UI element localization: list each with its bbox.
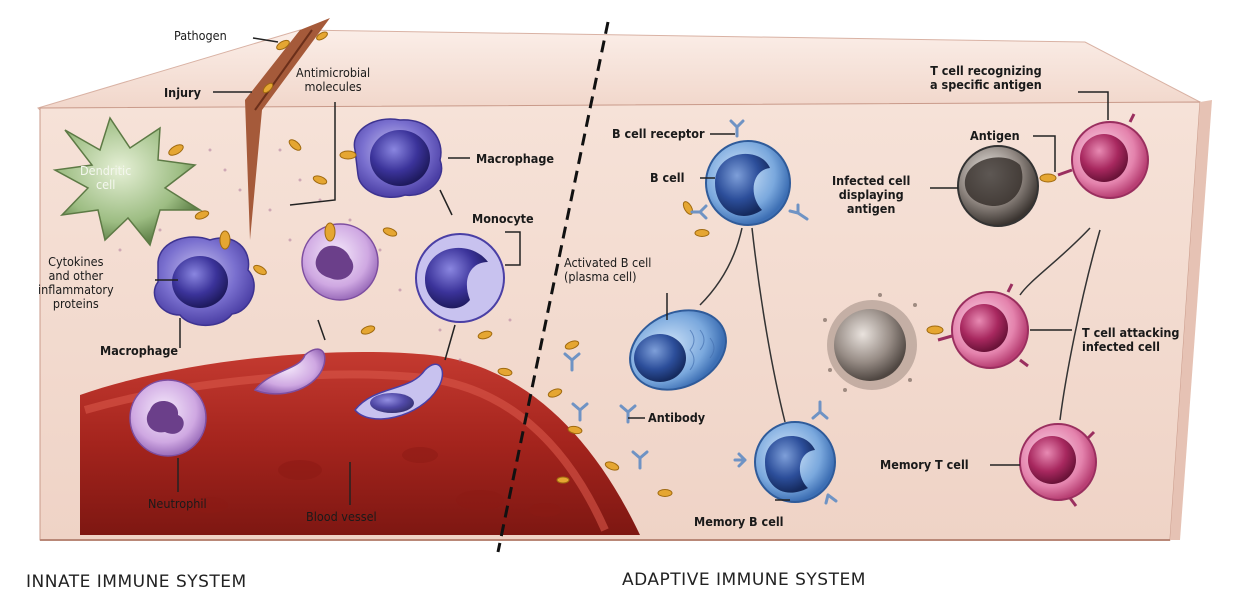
label-pathogen: Pathogen	[174, 29, 227, 43]
label-macrophage-left: Macrophage	[100, 344, 178, 358]
label-activated-b-cell: Activated B cell (plasma cell)	[564, 256, 651, 284]
label-b-cell: B cell	[650, 171, 684, 185]
label-b-cell-receptor: B cell receptor	[612, 127, 705, 141]
label-neutrophil: Neutrophil	[148, 497, 207, 511]
label-injury: Injury	[164, 86, 201, 100]
label-antimicrobial: Antimicrobial molecules	[296, 66, 370, 94]
label-blood-vessel: Blood vessel	[306, 510, 377, 524]
label-t-cell-attacking: T cell attacking infected cell	[1082, 326, 1179, 354]
label-monocyte: Monocyte	[472, 212, 534, 226]
label-macrophage-top: Macrophage	[476, 152, 554, 166]
monocyte	[416, 234, 504, 322]
label-t-cell-recognizing: T cell recognizing a specific antigen	[930, 64, 1042, 92]
label-dendritic-cell: Dendritic cell	[80, 164, 131, 192]
label-cytokines: Cytokines and other inflammatory protein…	[38, 255, 114, 311]
label-antibody: Antibody	[648, 411, 705, 425]
neutrophil-tissue	[302, 223, 378, 300]
label-antigen: Antigen	[970, 129, 1020, 143]
section-title-innate: INNATE IMMUNE SYSTEM	[26, 572, 247, 592]
b-cell	[706, 141, 790, 225]
neutrophil-vessel	[130, 380, 206, 456]
macrophage-left	[154, 231, 254, 325]
label-memory-b-cell: Memory B cell	[694, 515, 784, 529]
label-infected-cell: Infected cell displaying antigen	[832, 174, 910, 216]
memory-b-cell	[755, 422, 835, 502]
label-memory-t-cell: Memory T cell	[880, 458, 969, 472]
section-title-adaptive: ADAPTIVE IMMUNE SYSTEM	[622, 570, 866, 590]
